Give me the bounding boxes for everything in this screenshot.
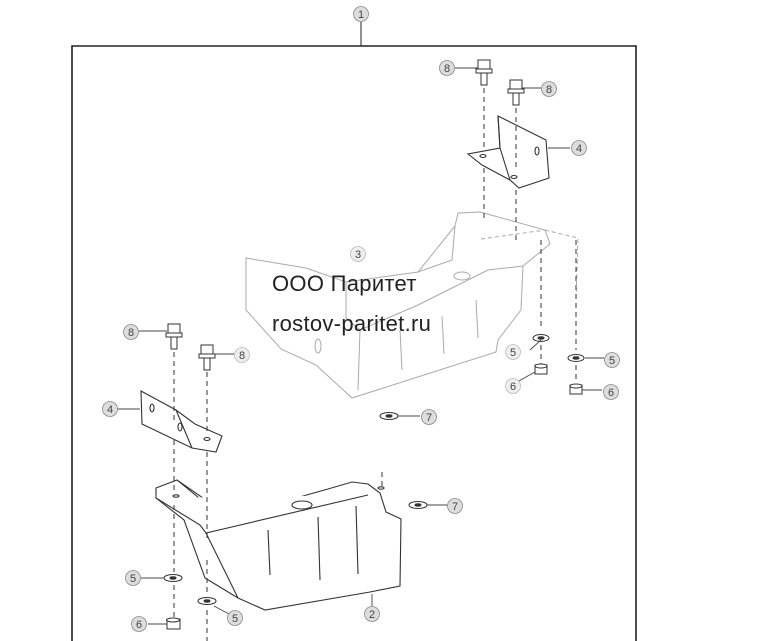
front-washer-b bbox=[197, 597, 217, 605]
front-bolt-a bbox=[165, 323, 183, 350]
svg-text:8: 8 bbox=[546, 84, 552, 96]
svg-text:6: 6 bbox=[510, 381, 516, 393]
svg-text:5: 5 bbox=[232, 613, 238, 625]
callout-washer-rear-a: 5 bbox=[505, 344, 521, 360]
svg-text:5: 5 bbox=[130, 573, 136, 585]
rear-nut-b bbox=[569, 383, 583, 395]
rear-large-washer bbox=[379, 412, 399, 420]
svg-text:3: 3 bbox=[355, 249, 361, 261]
watermark-url: rostov-paritet.ru bbox=[272, 311, 432, 336]
rear-bolt-b bbox=[507, 79, 525, 106]
svg-text:6: 6 bbox=[136, 619, 142, 631]
svg-text:8: 8 bbox=[128, 327, 134, 339]
svg-text:8: 8 bbox=[239, 350, 245, 362]
rear-washer-b bbox=[567, 354, 585, 362]
front-fastener-lines bbox=[173, 352, 383, 641]
front-skid-shield bbox=[155, 479, 402, 611]
svg-text:6: 6 bbox=[608, 387, 614, 399]
watermark-company: ООО Паритет bbox=[272, 271, 417, 296]
rear-nut-a bbox=[534, 363, 548, 375]
front-bracket bbox=[140, 390, 223, 453]
rear-washer-a bbox=[532, 334, 550, 342]
front-bolt-b bbox=[198, 344, 216, 371]
svg-text:5: 5 bbox=[510, 347, 516, 359]
callout-bolt-rear-a: 8 bbox=[439, 60, 455, 76]
callout-bracket-rear: 4 bbox=[571, 140, 587, 156]
callout-large-washer-rear: 7 bbox=[421, 409, 437, 425]
rear-skid-shield bbox=[245, 211, 579, 399]
rear-bracket bbox=[466, 115, 550, 189]
svg-text:5: 5 bbox=[609, 355, 615, 367]
callout-nut-rear-a: 6 bbox=[505, 378, 521, 394]
callout-bolt-front-b: 8 bbox=[234, 347, 250, 363]
callout-large-washer-front: 7 bbox=[447, 498, 463, 514]
front-washer-a bbox=[163, 574, 183, 582]
callout-bolt-rear-b: 8 bbox=[541, 81, 557, 97]
callout-nut-front: 6 bbox=[131, 616, 147, 632]
rear-bolt-a bbox=[475, 59, 493, 86]
svg-text:1: 1 bbox=[358, 9, 364, 21]
svg-text:7: 7 bbox=[452, 501, 458, 513]
svg-text:2: 2 bbox=[369, 609, 375, 621]
callout-nut-rear-b: 6 bbox=[603, 384, 619, 400]
callout-shield-front: 2 bbox=[364, 606, 380, 622]
callout-washer-front-a: 5 bbox=[125, 570, 141, 586]
svg-text:4: 4 bbox=[107, 404, 113, 416]
callout-washer-rear-b: 5 bbox=[604, 352, 620, 368]
assembly-frame bbox=[71, 22, 637, 641]
callout-leaders bbox=[117, 67, 604, 625]
svg-text:4: 4 bbox=[576, 143, 582, 155]
front-nut bbox=[166, 617, 181, 630]
callout-assembly: 1 bbox=[353, 6, 369, 22]
rear-fastener-lines bbox=[483, 88, 577, 383]
callout-washer-front-b: 5 bbox=[227, 610, 243, 626]
svg-text:7: 7 bbox=[426, 412, 432, 424]
callout-shield-rear: 3 bbox=[350, 246, 366, 262]
callout-bolt-front-a: 8 bbox=[123, 324, 139, 340]
callout-bracket-front: 4 bbox=[102, 401, 118, 417]
front-large-washer bbox=[408, 501, 428, 509]
svg-text:8: 8 bbox=[444, 63, 450, 75]
